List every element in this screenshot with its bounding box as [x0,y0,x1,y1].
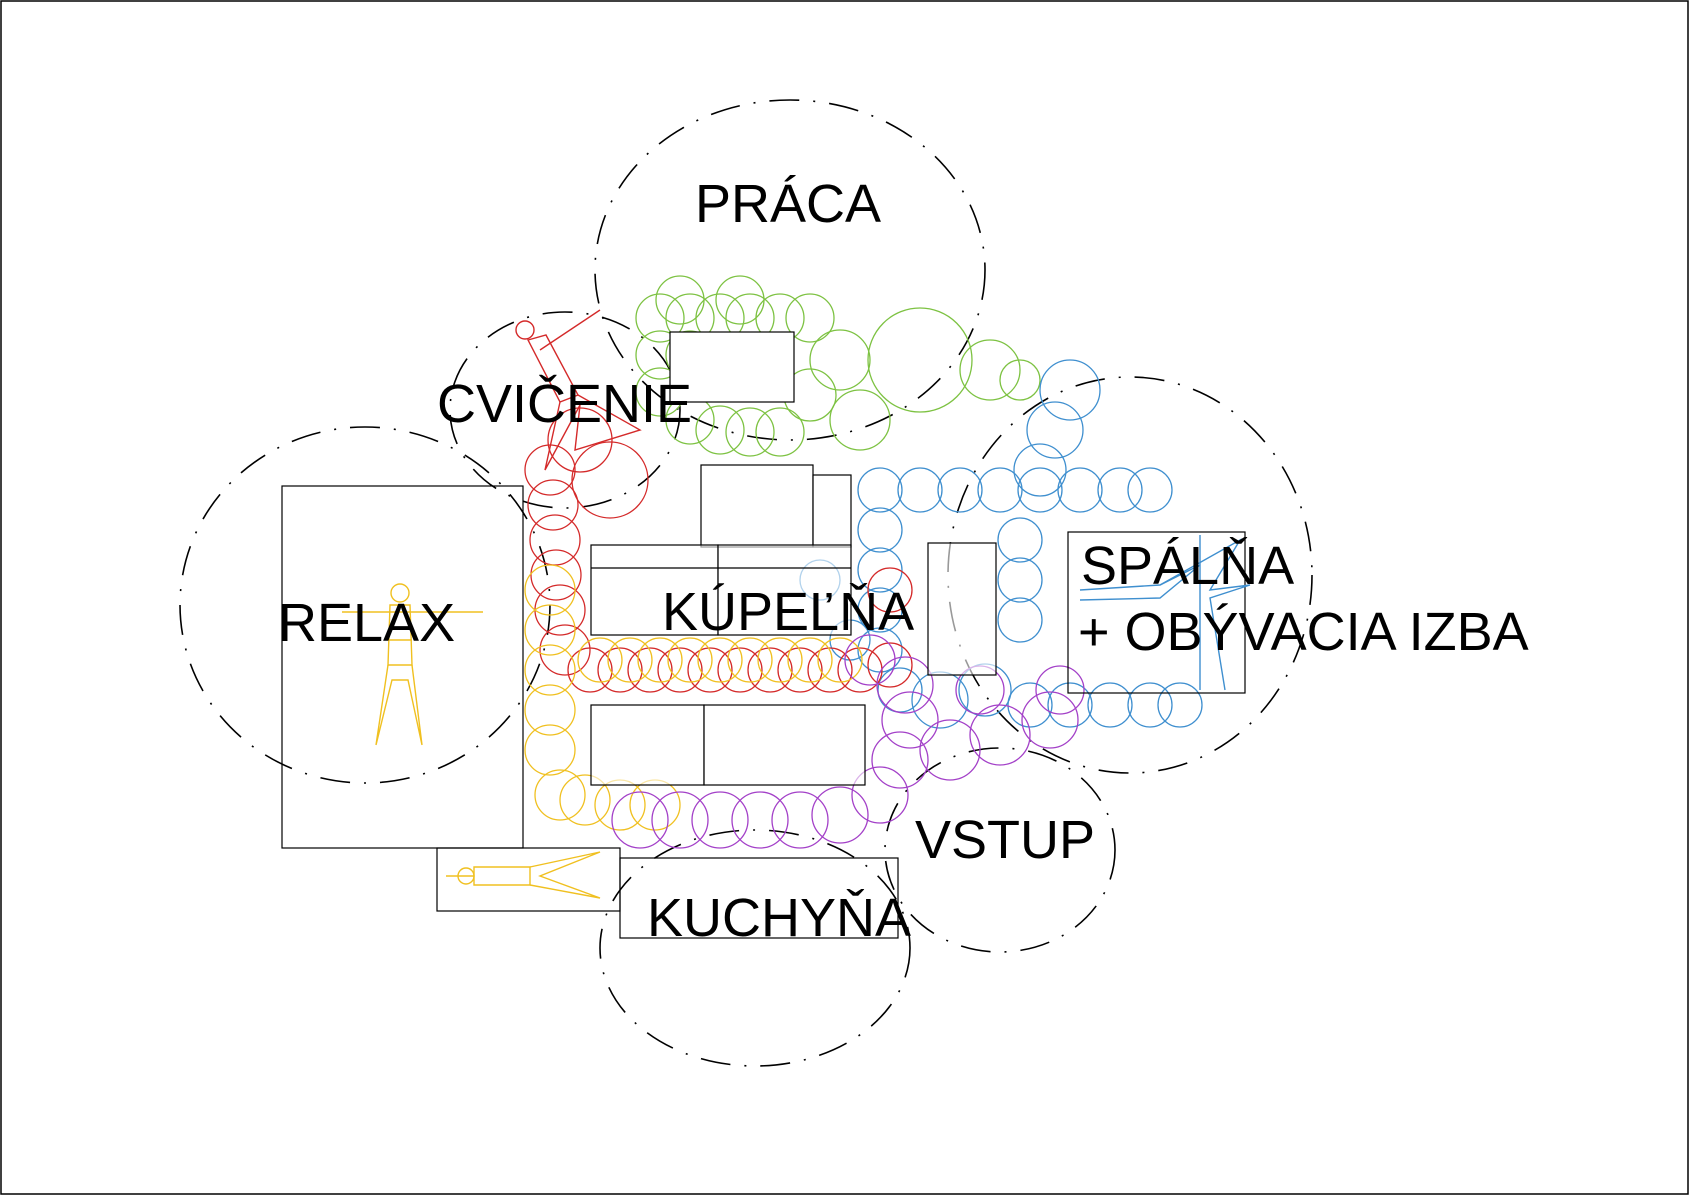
zone-label-cvicenie: CVIČENIE [437,374,692,434]
human-figure-icon [342,583,483,746]
kitchen-block-left [590,704,705,786]
zone-boundary-kuchyna [599,829,911,1067]
bedroom-block [1067,531,1246,694]
human-figure-icon [446,851,601,899]
kitchen-counter [619,857,899,939]
zone-label-spalna: SPÁLŇA [1081,536,1294,596]
human-figure-icon [515,309,642,471]
rings-relax [524,564,863,831]
zone-boundary-spalna [947,376,1313,774]
zone-label-kupelna: KÚPEĽŇA [662,582,914,642]
bathroom-block-top-right [812,474,852,548]
zone-label-praca: PRÁCA [695,174,881,234]
bathroom-block-left [590,544,719,636]
zone-boundary-praca [594,99,986,441]
bathroom-block-right [717,544,852,636]
zone-label-vstup: VSTUP [915,810,1095,870]
kitchen-block-right [703,704,866,786]
zone-boundary-cvicenie [449,311,681,509]
zone-labels: PRÁCA CVIČENIE RELAX KÚPEĽŇA SPÁLŇA + OB… [278,174,1529,948]
zone-label-relax: RELAX [278,593,455,653]
bedroom-inner-block [927,542,997,676]
zone-boundary-vstup [884,747,1116,953]
rings-entrance [611,634,1085,849]
zone-label-kuchyna: KUCHYŇA [647,888,911,948]
bathroom-block-top [700,464,814,548]
human-figure-icon [1079,535,1251,691]
kitchen-counter-small [436,847,621,912]
room-blocks [281,331,1246,939]
desk-block [669,331,795,403]
zone-label-spalna-sub: + OBÝVACIA IZBA [1078,602,1529,662]
rings-bedroom [799,359,1203,729]
relax-block [281,485,524,849]
